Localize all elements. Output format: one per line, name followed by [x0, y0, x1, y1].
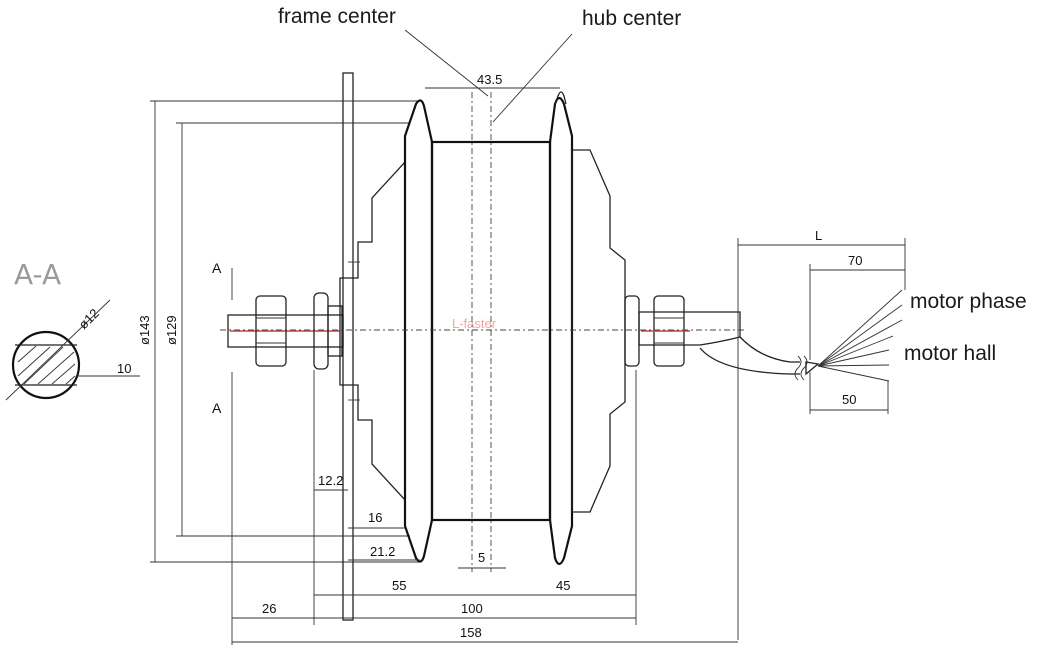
- dim-55: 55: [392, 578, 406, 593]
- diameter-dimensions: ø143 ø129: [137, 100, 420, 563]
- offset-43-5: 43.5: [477, 72, 502, 87]
- dim-12-2: 12.2: [318, 473, 343, 488]
- dia129-label: ø129: [164, 315, 179, 345]
- frame-center-label: frame center: [278, 5, 396, 28]
- flat10-label: 10: [117, 361, 131, 376]
- dim-158: 158: [460, 625, 482, 640]
- left-spacer: [327, 305, 343, 357]
- dim-26: 26: [262, 601, 276, 616]
- section-mark-top: A: [212, 260, 222, 276]
- right-axle: [638, 311, 741, 346]
- cable-dimensions: L 70 50: [737, 228, 906, 640]
- watermark: L-faster: [452, 316, 497, 331]
- cable-50-label: 50: [842, 392, 856, 407]
- dim-100: 100: [461, 601, 483, 616]
- dia12-label: ø12: [76, 306, 102, 332]
- frame-dropout: [342, 72, 354, 621]
- cable-bottom: [699, 347, 800, 375]
- motor-hall-label: motor hall: [904, 342, 996, 365]
- right-end-cover: [571, 149, 626, 513]
- hub-center-label: hub center: [582, 7, 681, 30]
- dim-16: 16: [368, 510, 382, 525]
- section-mark-bottom: A: [212, 400, 222, 416]
- dim-21-2: 21.2: [370, 544, 395, 559]
- motor-phase-label: motor phase: [910, 290, 1027, 313]
- right-flange: [548, 96, 574, 566]
- cable-70-label: 70: [848, 253, 862, 268]
- dia12-leader: [5, 299, 111, 401]
- axial-dimensions: 12.2 16 21.2 5 55 45 26 100 158: [231, 370, 738, 645]
- hub-motor-body: [227, 72, 741, 621]
- section-label: A-A: [14, 258, 61, 291]
- dia143-label: ø143: [137, 315, 152, 345]
- dim-45: 45: [556, 578, 570, 593]
- left-end-cover: [339, 160, 406, 502]
- section-view: A-A ø12 10: [5, 258, 140, 401]
- cable-wires: [817, 289, 903, 382]
- right-flange-tab: [554, 91, 567, 105]
- dim-5: 5: [478, 550, 485, 565]
- section-hatching: [17, 345, 76, 385]
- section-axle-circle: [11, 330, 81, 400]
- right-washer: [624, 295, 640, 367]
- left-axle-nut: [255, 295, 287, 367]
- frame-center-leader: [404, 29, 489, 97]
- hub-center-leader: [492, 33, 573, 123]
- left-flange: [403, 99, 434, 563]
- cable-top: [739, 336, 800, 363]
- cable: [699, 289, 903, 382]
- cable-L-label: L: [815, 228, 822, 243]
